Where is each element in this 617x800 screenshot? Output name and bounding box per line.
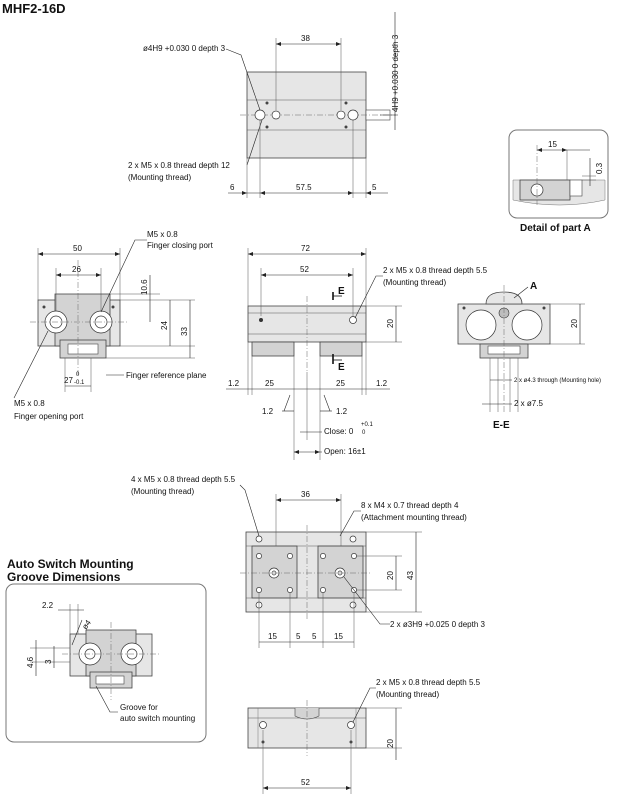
- closing-port-sub: Finger closing port: [147, 241, 214, 250]
- dim-26: 26: [72, 265, 81, 274]
- auto-switch-groove-section: Auto Switch Mounting Groove Dimensions 2…: [5, 557, 207, 743]
- opening-port-label: M5 x 0.8: [14, 399, 45, 408]
- dim-57-5: 57.5: [296, 183, 312, 192]
- detail-dim-15: 15: [548, 140, 557, 149]
- dim-1-2-inner-right: 1.2: [336, 407, 348, 416]
- bottom-dim-20: 20: [386, 571, 395, 580]
- label-a: A: [530, 281, 537, 292]
- dim-25-left: 25: [265, 379, 274, 388]
- dim-27: 27: [64, 376, 73, 385]
- close-tol-upper: +0.1: [361, 422, 374, 428]
- dim-1-2-left: 1.2: [228, 379, 240, 388]
- bottom-dim-43: 43: [406, 571, 415, 580]
- closing-port-label: M5 x 0.8: [147, 230, 178, 239]
- bottom-thread-note: 4 x M5 x 0.8 thread depth 5.5: [131, 475, 236, 484]
- dim-27-tol-lower: -0.1: [74, 380, 85, 386]
- dim-5-right: 5: [312, 632, 317, 641]
- mounting-hole-left: [254, 109, 266, 121]
- dim-24: 24: [160, 321, 169, 330]
- side-bottom-view: 2 x M5 x 0.8 thread depth 5.5 (Mounting …: [247, 678, 481, 794]
- pin-hole-note: 2 x ø3H9 +0.025 0 depth 3: [390, 620, 486, 629]
- ee-dim-20: 20: [570, 319, 579, 328]
- model-title: MHF2-16D: [2, 1, 66, 16]
- bottom-thread-sub: (Mounting thread): [131, 487, 194, 496]
- dim-50: 50: [73, 244, 82, 253]
- section-e-bottom: E: [338, 362, 345, 373]
- bottom-view: 4 x M5 x 0.8 thread depth 5.5 (Mounting …: [131, 475, 486, 648]
- dim-27-tol-upper: 0: [76, 372, 80, 378]
- dim-15-left: 15: [268, 632, 277, 641]
- dim-15-right: 15: [334, 632, 343, 641]
- side-hole-note: 4H9 +0.030 0 depth 3: [391, 34, 400, 112]
- finger-reference-plane: Finger reference plane: [126, 371, 207, 380]
- opening-port-sub: Finger opening port: [14, 412, 84, 421]
- side-dim-52: 52: [301, 778, 310, 787]
- dia-7-5-note: 2 x ø7.5: [514, 399, 543, 408]
- side-dim-20: 20: [386, 739, 395, 748]
- groove-label-2: auto switch mounting: [120, 714, 195, 723]
- top-view: 38 ø4H9 +0.030 0 depth 3 4H9 +0.030 0 de…: [128, 12, 400, 198]
- attach-thread-sub: (Attachment mounting thread): [361, 513, 467, 522]
- close-tol-lower: 0: [362, 430, 366, 436]
- mounting-hole-right: [347, 109, 359, 121]
- hole-note: ø4H9 +0.030 0 depth 3: [143, 44, 226, 53]
- front-view: E E 72 52 2 x M5 x 0.8 thread depth 5.5 …: [226, 244, 488, 460]
- thread-note-12-sub: (Mounting thread): [128, 173, 191, 182]
- auto-switch-title-2: Groove Dimensions: [7, 570, 121, 584]
- dim-25-right: 25: [336, 379, 345, 388]
- section-ee-view: A 20 2 x ø4.3 through (Mounting hole) 2 …: [457, 281, 601, 431]
- front-dim-20: 20: [386, 319, 395, 328]
- detail-a-box: 15 0.3 Detail of part A: [508, 129, 609, 234]
- close-stroke-label: Close: 0: [324, 427, 354, 436]
- dim-1-2-inner-left: 1.2: [262, 407, 274, 416]
- dim-10-6: 10.6: [140, 279, 149, 295]
- thread-note-12: 2 x M5 x 0.8 thread depth 12: [128, 161, 230, 170]
- groove-dim-4-6: 4.6: [26, 656, 35, 668]
- through-hole-note: 2 x ø4.3 through (Mounting hole): [514, 378, 601, 384]
- end-view: 50 26 10.6 24 33 M5 x 0.8 Finger closing…: [13, 230, 214, 421]
- dim-72: 72: [301, 244, 310, 253]
- dim-6: 6: [230, 183, 235, 192]
- section-e-top: E: [338, 286, 345, 297]
- dim-33: 33: [180, 327, 189, 336]
- dim-52: 52: [300, 265, 309, 274]
- front-thread-sub: (Mounting thread): [383, 278, 446, 287]
- detail-a-caption: Detail of part A: [520, 223, 591, 234]
- open-stroke-label: Open: 16±1: [324, 447, 366, 456]
- dim-36: 36: [301, 490, 310, 499]
- dim-1-2-right: 1.2: [376, 379, 388, 388]
- dim-38: 38: [301, 34, 310, 43]
- attach-thread-note: 8 x M4 x 0.7 thread depth 4: [361, 501, 459, 510]
- dim-5: 5: [372, 183, 377, 192]
- groove-dim-2-2: 2.2: [42, 601, 54, 610]
- detail-dim-0-3: 0.3: [595, 162, 604, 174]
- side-thread-sub: (Mounting thread): [376, 690, 439, 699]
- auto-switch-title-1: Auto Switch Mounting: [7, 557, 134, 571]
- section-ee-caption: E-E: [493, 420, 510, 431]
- groove-dim-3: 3: [44, 659, 53, 664]
- dim-5-left: 5: [296, 632, 301, 641]
- groove-label-1: Groove for: [120, 703, 158, 712]
- front-thread-note: 2 x M5 x 0.8 thread depth 5.5: [383, 266, 488, 275]
- side-thread-note: 2 x M5 x 0.8 thread depth 5.5: [376, 678, 481, 687]
